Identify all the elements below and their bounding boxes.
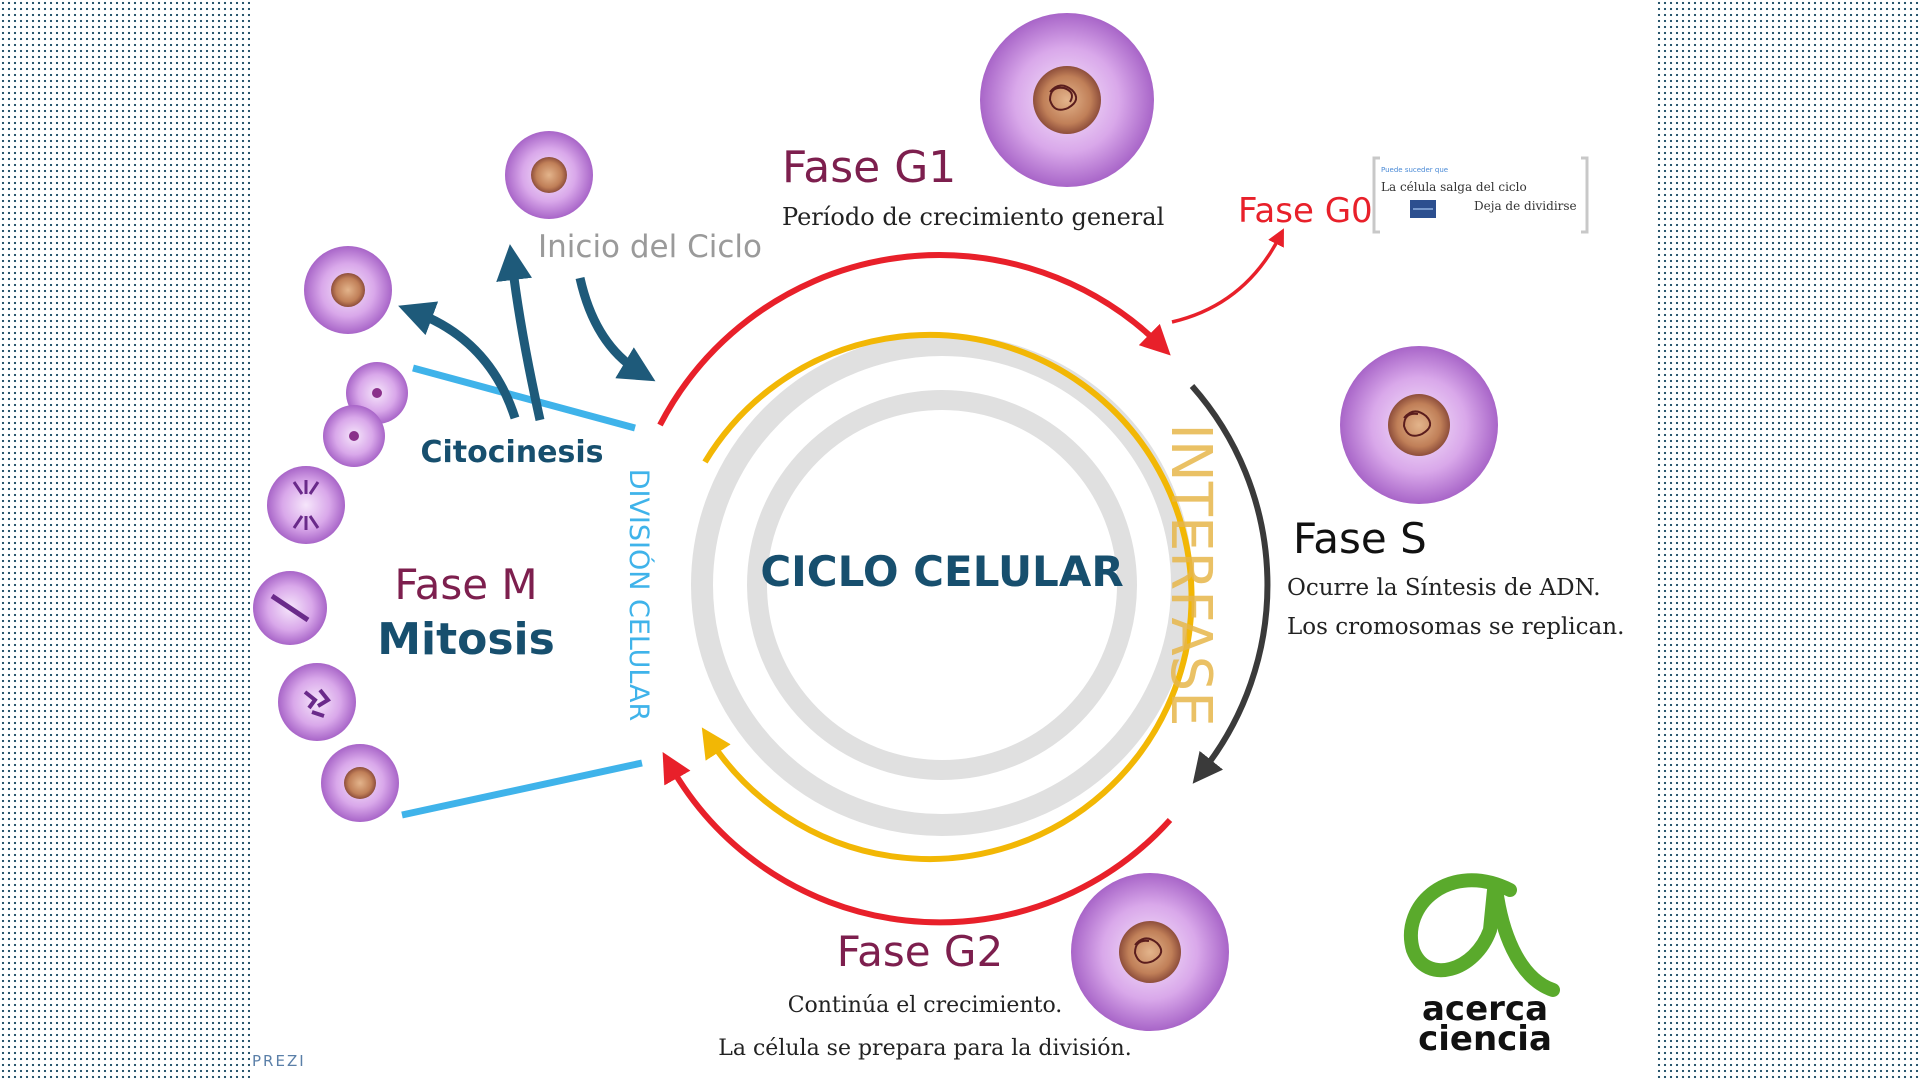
cell-g1 — [980, 13, 1154, 187]
outer-gray-ring — [691, 334, 1193, 836]
cell-cycle-diagram: CICLO CELULAR INTERFASE DIVISIÓN CELULAR… — [252, 13, 1624, 1070]
acerca-ciencia-logo: acerca ciencia — [1404, 873, 1560, 1059]
division-label: DIVISIÓN CELULAR — [623, 469, 655, 722]
cell-anaphase — [267, 466, 345, 544]
g1-title: Fase G1 — [782, 142, 956, 193]
m-title: Fase M — [394, 560, 537, 609]
division-line-bottom — [401, 759, 643, 819]
s-phase-arrow — [1189, 384, 1271, 784]
cell-prometaphase — [278, 663, 356, 741]
cytokinesis-title: Citocinesis — [420, 435, 603, 470]
g0-arrow — [1171, 228, 1284, 324]
interphase-ring-arc — [701, 332, 1195, 862]
logo-text-line1: acerca — [1422, 989, 1548, 1029]
g0-title: Fase G0 — [1238, 191, 1373, 231]
prezi-watermark: PREZI — [252, 1052, 306, 1070]
g2-description-1: Continúa el crecimiento. — [788, 993, 1063, 1018]
cell-daughter — [304, 246, 392, 334]
interphase-label: INTERFASE — [1158, 423, 1223, 726]
diagram-stage: CICLO CELULAR INTERFASE DIVISIÓN CELULAR… — [250, 0, 1655, 1080]
cell-cytokinesis — [323, 362, 408, 467]
g0-note-line2: Deja de dividirse — [1474, 199, 1577, 213]
center-title: CICLO CELULAR — [760, 547, 1123, 596]
cycle-start-arrow-2 — [496, 244, 545, 421]
g2-title: Fase G2 — [837, 927, 1003, 976]
s-description-2: Los cromosomas se replican. — [1287, 614, 1624, 640]
logo-symbol-icon — [1404, 873, 1560, 997]
cell-g2 — [1071, 873, 1229, 1031]
cycle-start-arrow-3 — [575, 277, 656, 382]
cell-metaphase — [253, 571, 327, 645]
g1-arrow — [657, 252, 1171, 427]
cell-start — [505, 131, 593, 219]
g0-note-small: Puede suceder que — [1381, 166, 1448, 174]
g2-description-2: La célula se prepara para la división. — [718, 1036, 1131, 1061]
cycle-start-arrow-1 — [398, 301, 520, 420]
start-label: Inicio del Ciclo — [538, 229, 762, 265]
m-subtitle: Mitosis — [377, 614, 555, 665]
division-line-top — [412, 364, 636, 432]
logo-text-line2: ciencia — [1418, 1019, 1552, 1059]
g1-description: Período de crecimiento general — [782, 203, 1164, 231]
s-title: Fase S — [1293, 514, 1427, 563]
cell-s — [1340, 346, 1498, 504]
g0-note-line1: La célula salga del ciclo — [1381, 180, 1527, 194]
s-description-1: Ocurre la Síntesis de ADN. — [1287, 575, 1601, 601]
g0-bracket-right — [1581, 156, 1589, 234]
g0-bracket-left — [1372, 156, 1380, 234]
inner-gray-ring — [747, 390, 1137, 780]
g2-arrow — [662, 751, 1173, 926]
cell-prophase — [321, 744, 399, 822]
